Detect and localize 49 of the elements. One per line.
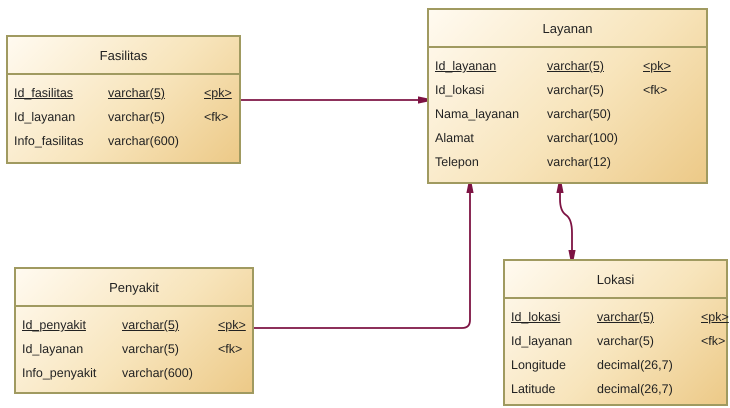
key-marker: <fk>: [701, 333, 726, 350]
column-name: Longitude: [511, 357, 566, 374]
data-type: varchar(600): [108, 133, 179, 150]
entity-table: [503, 259, 728, 406]
data-type: decimal(26,7): [597, 381, 673, 398]
data-type: varchar(5): [108, 85, 165, 102]
column-name: Id_layanan: [14, 109, 76, 126]
data-type: varchar(50): [547, 106, 611, 123]
column-name: Id_fasilitas: [14, 85, 74, 102]
key-marker: <fk>: [218, 341, 242, 358]
column-name: Id_lokasi: [511, 309, 560, 326]
table-title: Layanan: [429, 10, 706, 48]
data-type: varchar(5): [597, 333, 654, 350]
column-name: Telepon: [435, 154, 479, 171]
key-marker: <pk>: [643, 58, 671, 75]
data-type: decimal(26,7): [597, 357, 673, 374]
column-name: Latitude: [511, 381, 556, 398]
entity-table: [427, 8, 708, 184]
relationship-connector: [556, 184, 576, 259]
data-type: varchar(5): [108, 109, 165, 126]
column-name: Id_lokasi: [435, 82, 484, 99]
data-type: varchar(5): [122, 341, 179, 358]
key-marker: <fk>: [643, 82, 668, 99]
key-marker: <pk>: [701, 309, 729, 326]
column-name: Alamat: [435, 130, 474, 147]
column-name: Id_layanan: [435, 58, 496, 75]
data-type: varchar(5): [597, 309, 654, 326]
key-marker: <pk>: [204, 85, 232, 102]
key-marker: <pk>: [218, 317, 246, 334]
table-title: Lokasi: [505, 261, 726, 299]
relationship-connector: [241, 96, 427, 104]
column-name: Nama_layanan: [435, 106, 520, 123]
column-name: Info_fasilitas: [14, 133, 84, 150]
table-title: Fasilitas: [8, 37, 239, 75]
relationship-connector: [254, 184, 474, 329]
column-name: Info_penyakit: [22, 365, 96, 382]
data-type: varchar(5): [547, 82, 604, 99]
key-marker: <fk>: [204, 109, 228, 126]
data-type: varchar(12): [547, 154, 611, 171]
data-type: varchar(5): [547, 58, 604, 75]
table-title: Penyakit: [16, 269, 252, 307]
column-name: Id_layanan: [511, 333, 572, 350]
data-type: varchar(600): [122, 365, 193, 382]
column-name: Id_penyakit: [22, 317, 86, 334]
entity-table: [6, 35, 241, 164]
column-name: Id_layanan: [22, 341, 84, 358]
entity-table: [14, 267, 254, 394]
data-type: varchar(5): [122, 317, 179, 334]
data-type: varchar(100): [547, 130, 618, 147]
